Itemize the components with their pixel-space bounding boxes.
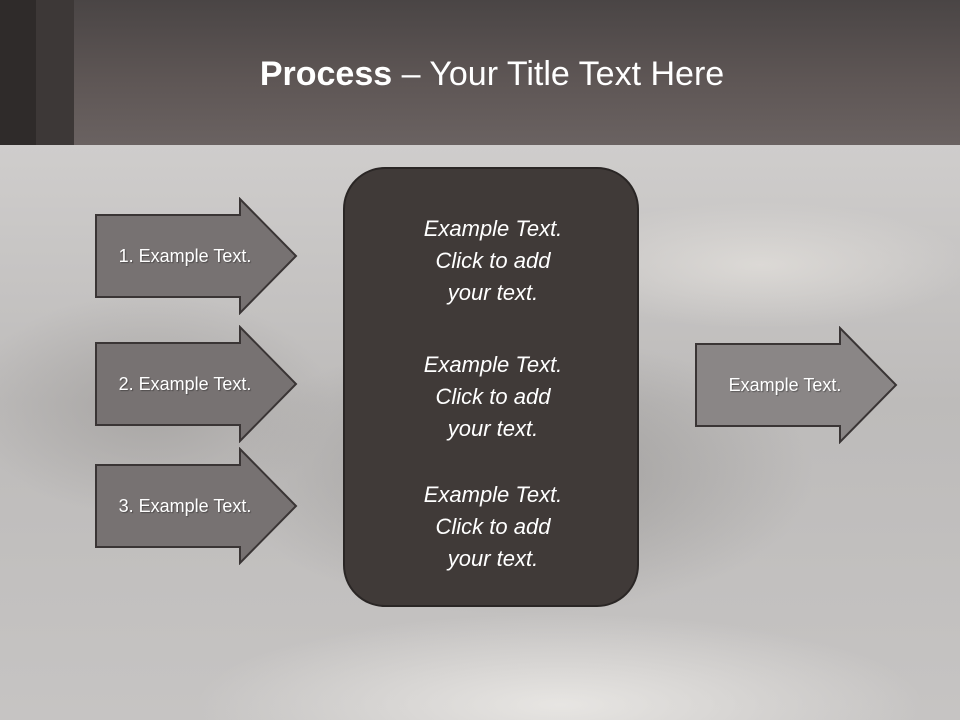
center-text-block-1: Example Text. Click to add your text. xyxy=(423,216,563,305)
header-stripe xyxy=(36,0,74,145)
title-rest: – Your Title Text Here xyxy=(392,55,725,93)
center-text-block-2: Example Text. Click to add your text. xyxy=(423,352,563,441)
arrow-label: 1. Example Text. xyxy=(118,245,252,266)
output-arrow[interactable]: Example Text. xyxy=(694,326,898,444)
slide-title[interactable]: Process – Your Title Text Here xyxy=(0,52,960,96)
process-arrow-2[interactable]: 2. Example Text. xyxy=(94,325,298,443)
arrow-shape xyxy=(695,326,898,444)
arrow-shape xyxy=(95,447,298,565)
header-band: Process – Your Title Text Here xyxy=(0,0,960,145)
center-text-block-3: Example Text. Click to add your text. xyxy=(423,482,563,571)
arrow-shape xyxy=(95,197,298,315)
arrow-label: 2. Example Text. xyxy=(118,373,252,394)
arrow-label: 3. Example Text. xyxy=(118,495,252,516)
center-text-box[interactable]: Example Text. Click to add your text. Ex… xyxy=(343,167,639,607)
process-arrow-1[interactable]: 1. Example Text. xyxy=(94,197,298,315)
arrow-label: Example Text. xyxy=(728,374,842,395)
process-arrow-3[interactable]: 3. Example Text. xyxy=(94,447,298,565)
arrow-shape xyxy=(95,325,298,443)
header-stripe xyxy=(0,0,36,145)
title-bold: Process xyxy=(259,55,393,93)
